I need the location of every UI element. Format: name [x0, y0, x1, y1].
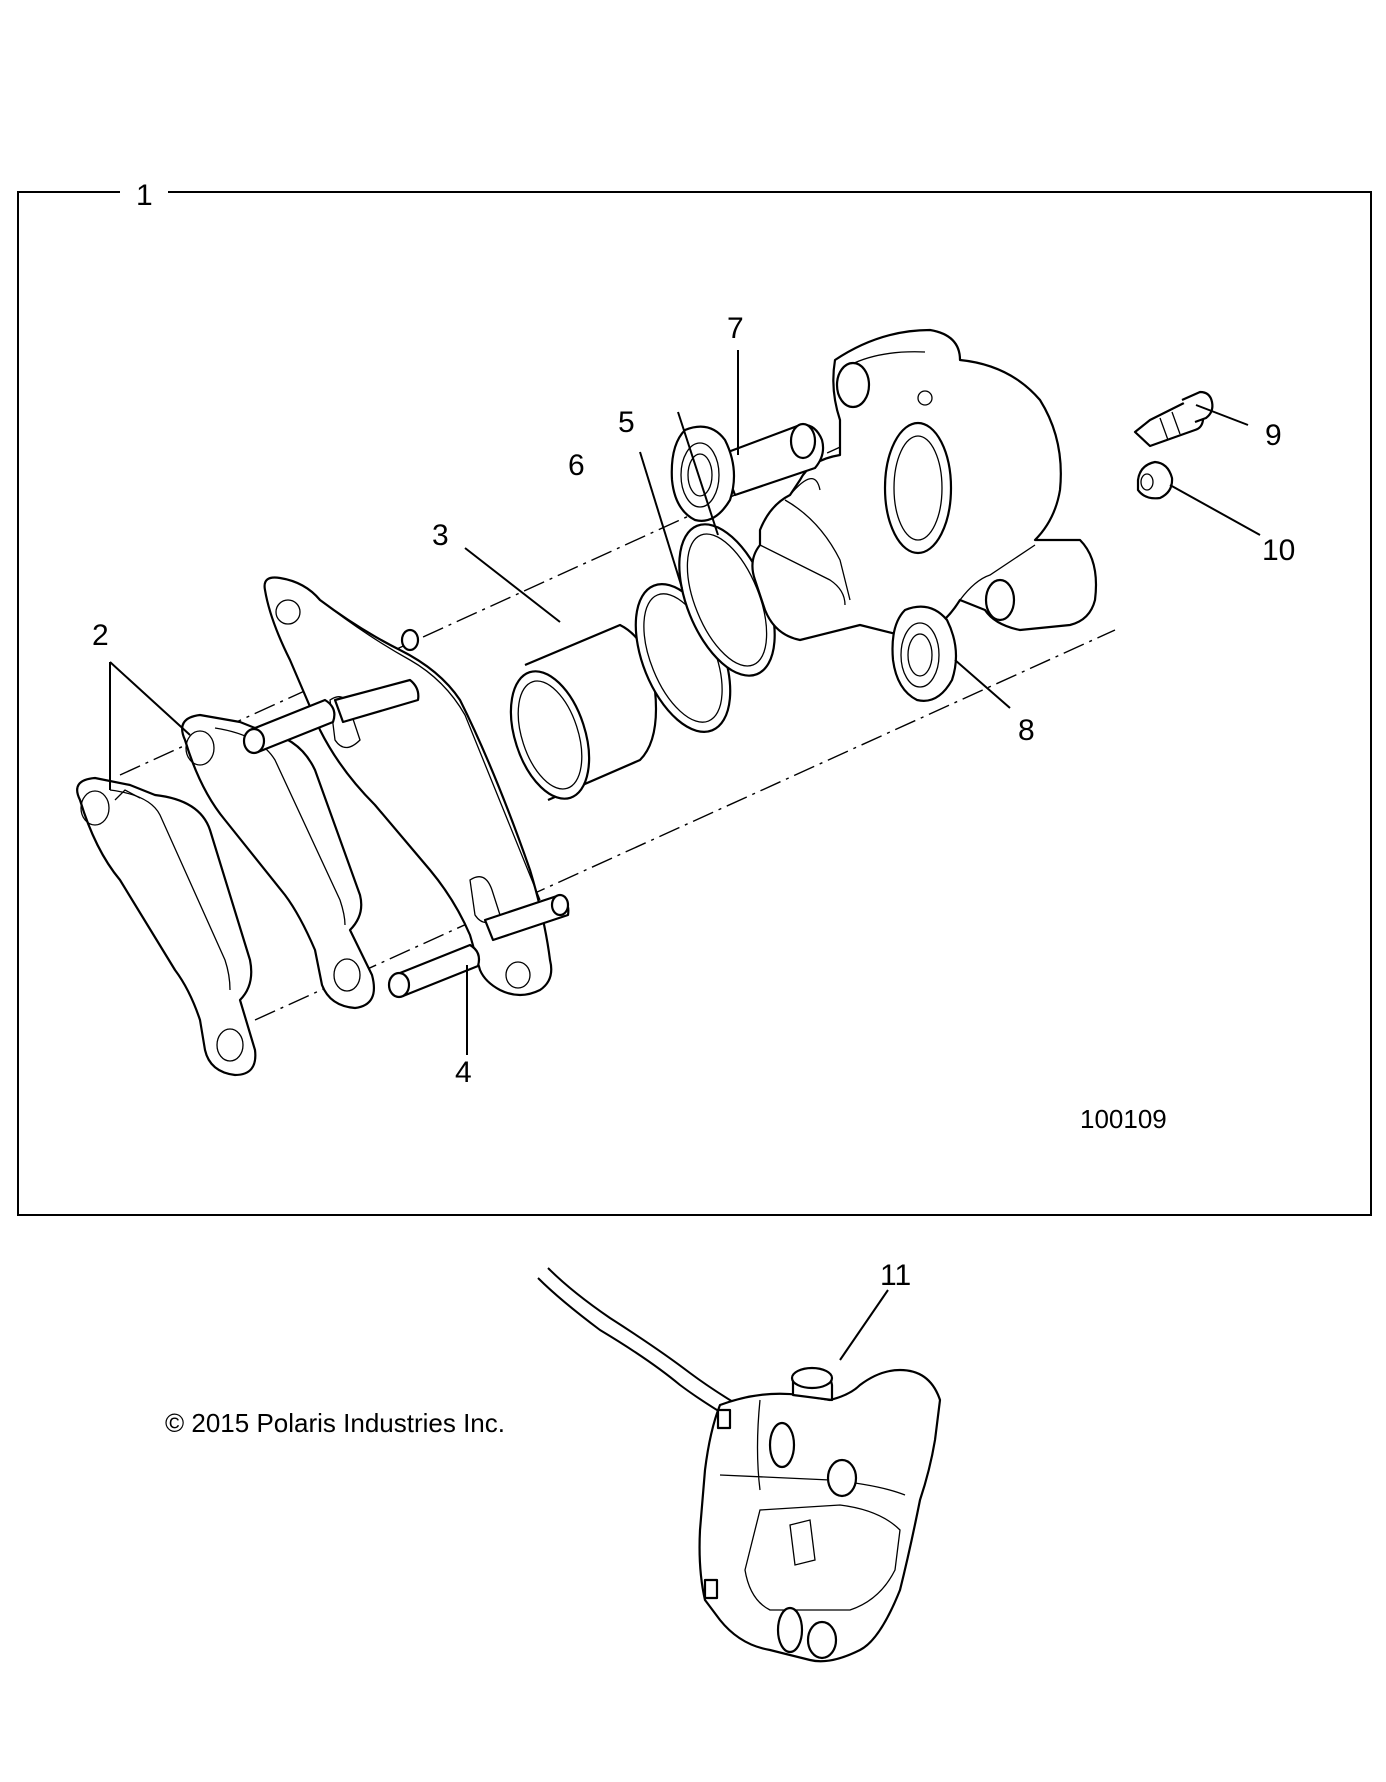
brake-pad-rear: [76, 776, 257, 1077]
callout-labels: 2 3 4 5 6 7 8 9 10 11: [92, 312, 1295, 1292]
callout-1: 1: [136, 179, 153, 212]
callout-8: 8: [1018, 714, 1035, 747]
caliper-bracket: [263, 576, 553, 997]
figure-number: 100109: [1080, 1104, 1167, 1134]
callout-9: 9: [1265, 419, 1282, 452]
assembly-frame: 1: [17, 179, 1372, 1216]
boot-lower: [891, 605, 958, 702]
guide-pin-upper: [670, 422, 825, 522]
mounted-caliper: [537, 1267, 942, 1663]
callout-6: 6: [568, 449, 585, 482]
callout-7: 7: [727, 312, 744, 345]
caliper-body: [751, 328, 1098, 642]
callout-10: 10: [1262, 534, 1295, 567]
piston: [509, 623, 658, 802]
bleeder-cap: [1136, 460, 1174, 500]
callout-5: 5: [618, 406, 635, 439]
bracket-pins: [242, 628, 570, 999]
copyright-text: © 2015 Polaris Industries Inc.: [165, 1408, 505, 1438]
callout-11: 11: [880, 1259, 911, 1292]
callout-4: 4: [455, 1056, 472, 1089]
bleeder-valve: [1133, 390, 1214, 448]
centerlines: [119, 371, 1116, 1021]
leader-lines: [109, 350, 1261, 1361]
callout-3: 3: [432, 519, 449, 552]
callout-2: 2: [92, 619, 109, 652]
